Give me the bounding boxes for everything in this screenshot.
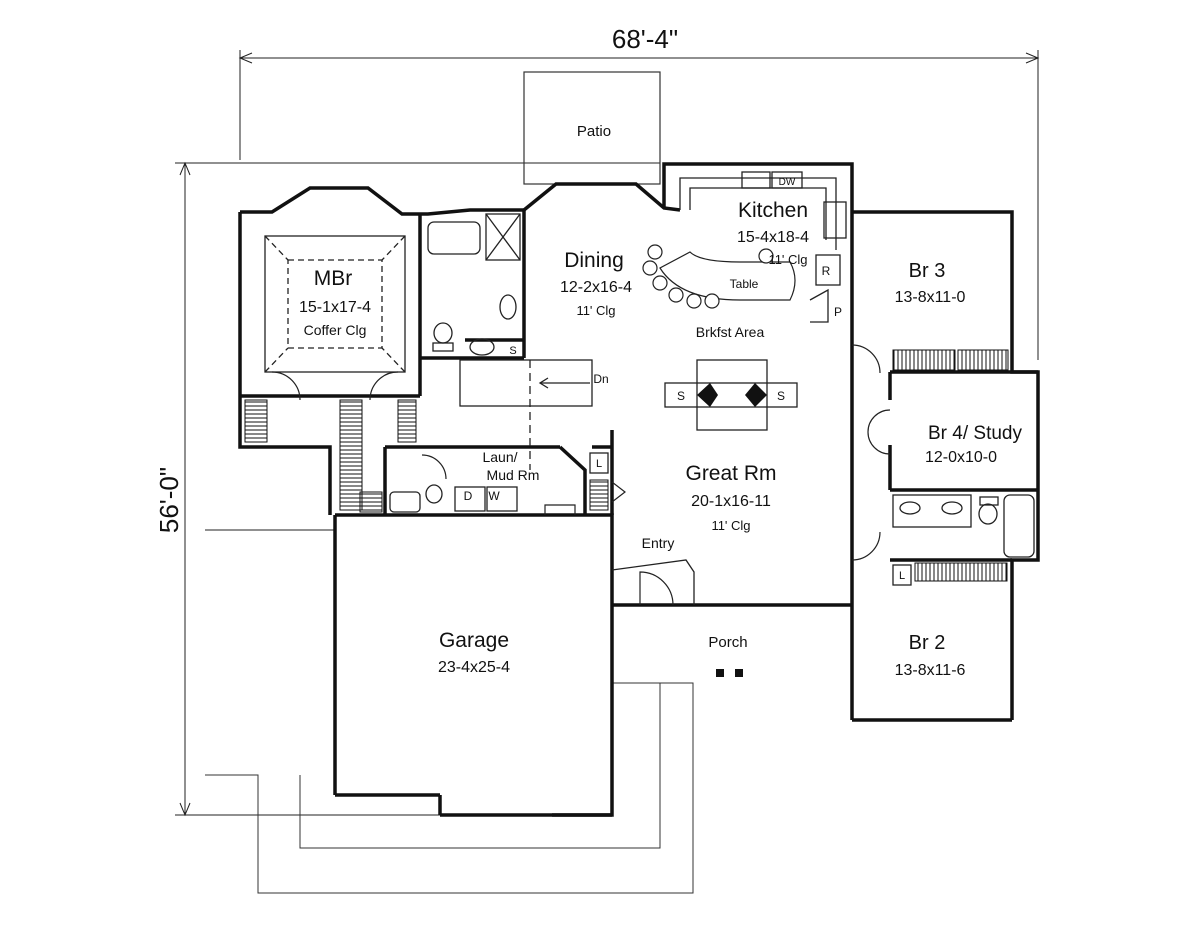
pantry-label: P: [834, 305, 842, 319]
dishwasher-label: DW: [779, 177, 796, 188]
kitchen-label: Kitchen: [738, 199, 808, 222]
seat-markers: [697, 383, 767, 677]
great-rm-size: 20-1x16-11: [691, 493, 771, 510]
br4-size: 12-0x10-0: [925, 449, 997, 466]
garage-size: 23-4x25-4: [438, 659, 510, 676]
dining-label: Dining: [564, 249, 624, 272]
porch-label: Porch: [708, 634, 747, 651]
patio-label: Patio: [577, 123, 611, 140]
br2-size: 13-8x11-6: [895, 662, 966, 679]
br3-size: 13-8x11-0: [895, 289, 966, 306]
mbr-size: 15-1x17-4: [299, 299, 371, 316]
refrigerator-label: R: [822, 264, 831, 278]
seat-left-label: S: [677, 389, 685, 403]
laun-label-line2: Mud Rm: [487, 467, 540, 483]
br3-label: Br 3: [909, 260, 946, 282]
entry-label: Entry: [642, 535, 675, 551]
dining-size: 12-2x16-4: [560, 279, 632, 296]
linen-closet-label-2: L: [899, 570, 905, 582]
breakfast-table: [642, 244, 796, 309]
closet-shelves: [244, 349, 1009, 582]
driveway-outline: [205, 682, 694, 894]
br4-label: Br 4/ Study: [928, 423, 1022, 444]
interior-lines: [264, 171, 1035, 605]
brkfst-area-label: Brkfst Area: [696, 324, 765, 340]
great-rm-label: Great Rm: [685, 462, 776, 485]
dining-ceiling: 11' Clg: [576, 303, 615, 318]
door-swings: [271, 344, 891, 606]
garage-label: Garage: [439, 629, 509, 652]
kitchen-ceiling: 11' Clg: [768, 252, 807, 267]
stair-dn-label: Dn: [593, 372, 608, 386]
depth-dimension: 56'-0": [154, 467, 184, 533]
width-dimension: 68'-4": [612, 24, 678, 54]
walls: [238, 162, 1040, 817]
linen-closet-label: L: [596, 458, 602, 470]
seat-right-label: S: [777, 389, 785, 403]
dimension-lines: [175, 50, 1040, 817]
great-rm-ceiling: 11' Clg: [711, 518, 750, 533]
shower-label: S: [509, 345, 516, 357]
mbr-ceiling: Coffer Clg: [304, 322, 367, 338]
dryer-label: D: [464, 489, 473, 503]
washer-label: W: [488, 489, 500, 503]
kitchen-size: 15-4x18-4: [737, 229, 809, 246]
laun-label-line1: Laun/: [482, 449, 517, 465]
table-label: Table: [730, 277, 759, 291]
br2-label: Br 2: [909, 632, 946, 654]
mbr-label: MBr: [314, 267, 353, 290]
